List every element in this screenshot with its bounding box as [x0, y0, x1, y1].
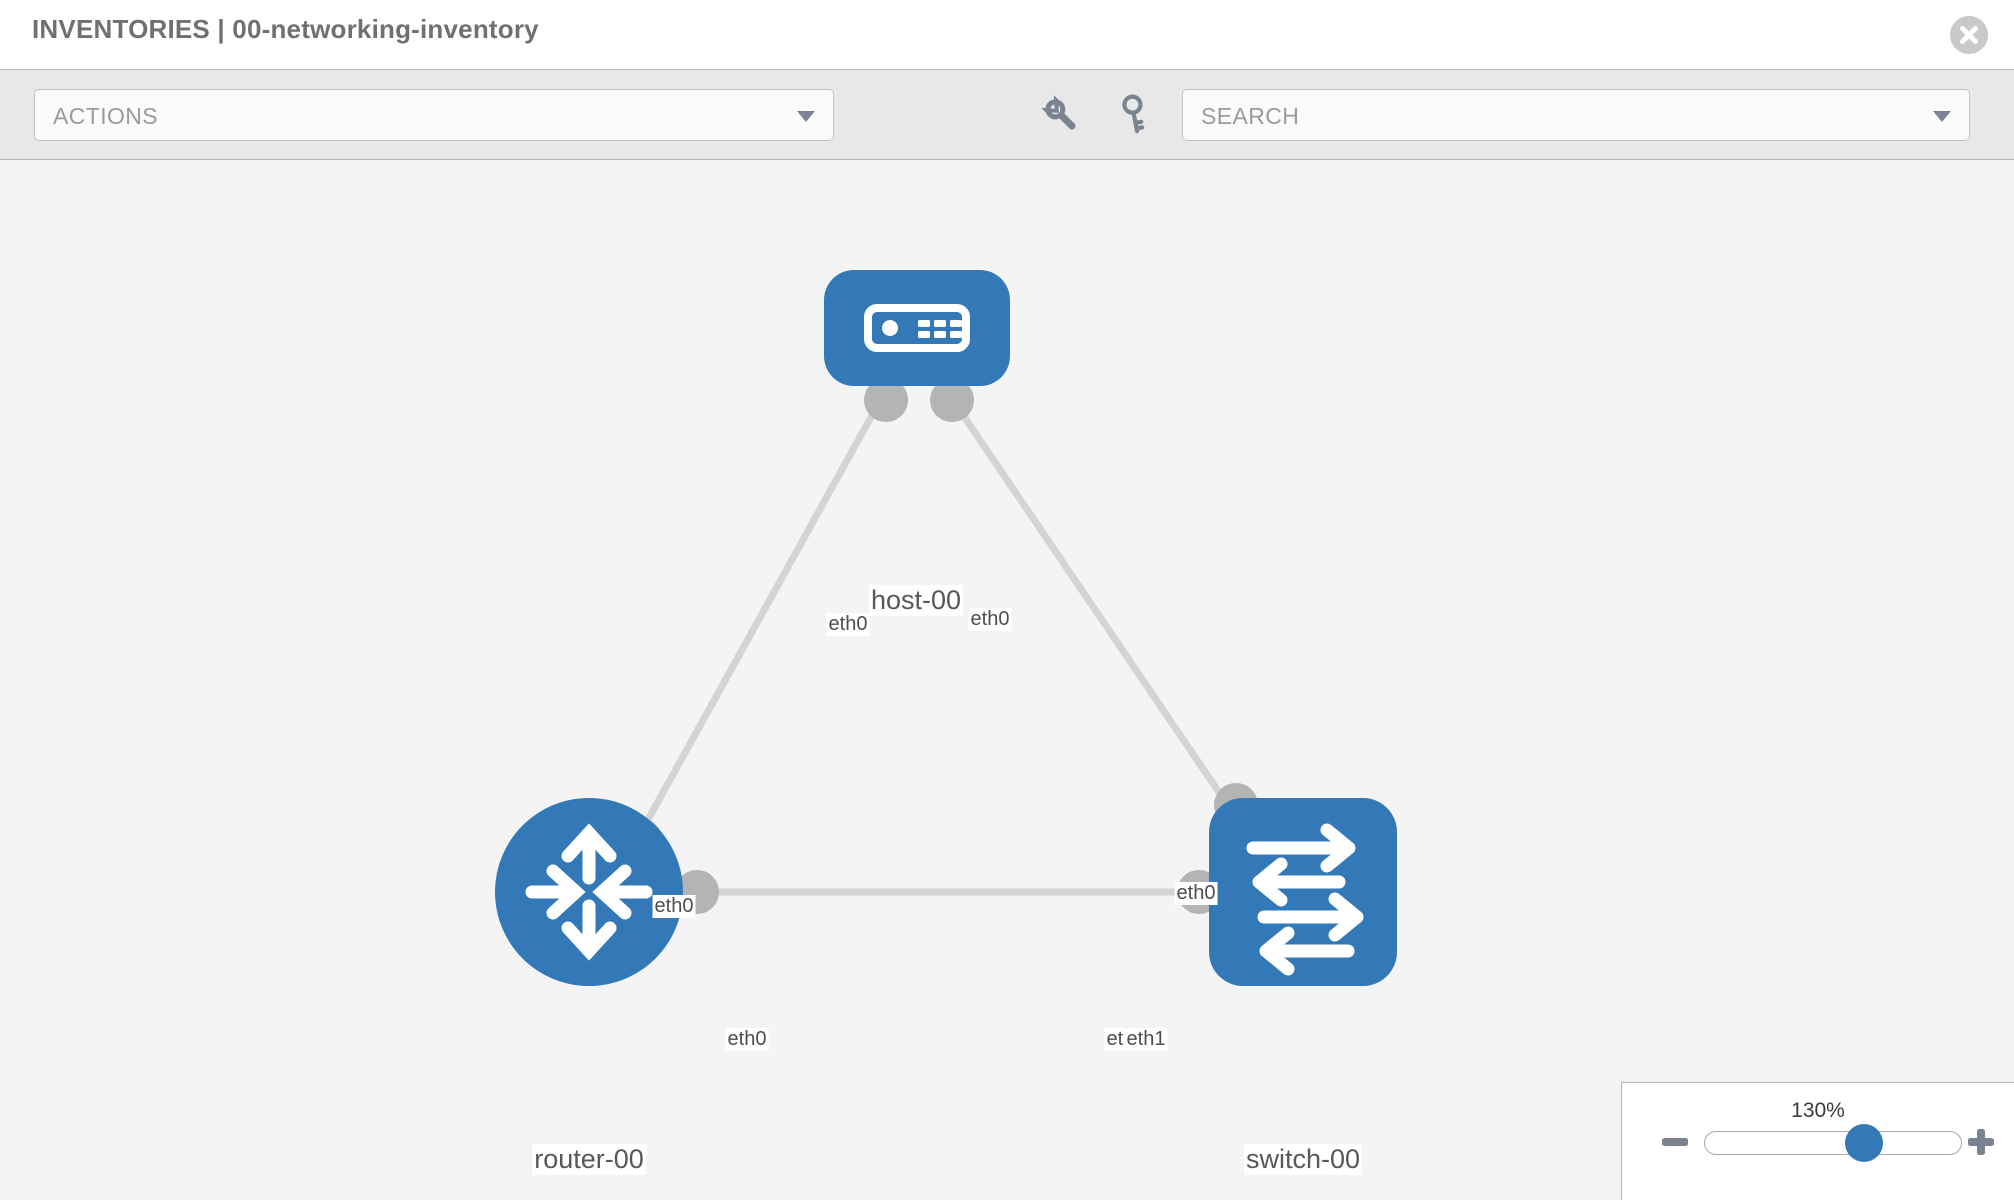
wrench-icon[interactable] [1038, 92, 1084, 138]
node-label-switch-00: switch-00 [1243, 1144, 1363, 1175]
zoom-percent-label: 130% [1791, 1099, 1845, 1122]
close-icon[interactable] [1950, 16, 1988, 54]
node-label-router-00: router-00 [532, 1144, 646, 1175]
zoom-slider[interactable] [1704, 1124, 1962, 1162]
actions-dropdown-label: ACTIONS [53, 103, 159, 129]
search-input[interactable]: SEARCH [1182, 89, 1970, 141]
chevron-down-icon [1933, 111, 1951, 122]
topology-links [615, 388, 1276, 896]
key-icon[interactable] [1112, 92, 1158, 138]
actions-dropdown[interactable]: ACTIONS [34, 89, 834, 141]
topology-graph [495, 270, 1397, 986]
connector-host00-left[interactable] [864, 378, 908, 422]
zoom-control-panel: 130% [1621, 1082, 2014, 1200]
chevron-down-icon [797, 111, 815, 122]
topology-connectors [618, 378, 1258, 914]
iface-label-switch00-top: eth0 [1174, 882, 1218, 905]
page-title: INVENTORIES | 00-networking-inventory [32, 14, 539, 44]
iface-label-switch00-left-b: eth1 [1124, 1028, 1168, 1051]
search-placeholder: SEARCH [1201, 103, 1300, 129]
iface-label-router00-top: eth0 [652, 895, 696, 918]
toolbar: ACTIONS [0, 70, 2014, 160]
connector-host00-right[interactable] [930, 378, 974, 422]
node-label-host-00: host-00 [868, 585, 964, 616]
minus-icon[interactable] [1660, 1127, 1690, 1157]
page-header: INVENTORIES | 00-networking-inventory [0, 0, 2014, 70]
node-switch-00[interactable] [1209, 798, 1397, 986]
iface-label-host00-left: eth0 [826, 613, 870, 636]
iface-label-host00-right: eth0 [968, 608, 1012, 631]
zoom-slider-thumb[interactable] [1845, 1124, 1883, 1162]
link-host00-router00[interactable] [615, 388, 890, 874]
plus-icon[interactable] [1966, 1127, 1996, 1157]
node-router-00[interactable] [495, 798, 683, 986]
iface-label-router00-right: eth0 [725, 1028, 769, 1051]
link-host00-switch00[interactable] [943, 388, 1276, 874]
node-host-00[interactable] [824, 270, 1010, 386]
topology-canvas[interactable]: host-00 router-00 switch-00 eth0 eth0 et… [0, 160, 2014, 1200]
